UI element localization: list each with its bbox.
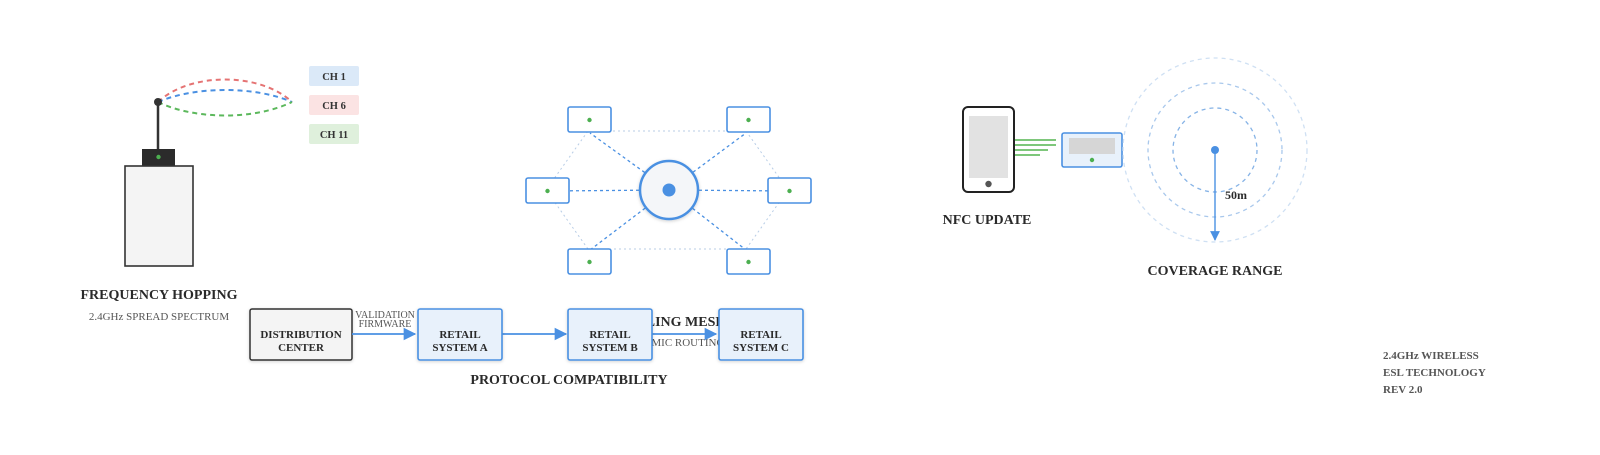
coverage-ring-outer [1122,57,1308,243]
channel-label: CH 1 [322,72,346,83]
footer-line-1: 2.4GHz WIRELESS [1383,350,1479,362]
esl-node-top-left [567,106,612,133]
transmitter-led [156,154,161,160]
channel-arc-ch11 [157,101,293,117]
distribution-center-box: DISTRIBUTION CENTER [249,308,353,361]
footer-line-2: ESL TECHNOLOGY [1383,367,1486,379]
esl-node-bottom-right [726,248,771,275]
coverage-section: 50m COVERAGE RANGE [1122,57,1308,279]
frequency-hopping-subtitle: 2.4GHz SPREAD SPECTRUM [89,311,229,323]
frequency-hopping-title: FREQUENCY HOPPING [81,288,238,303]
channel-label: CH 11 [320,130,348,141]
retail-system-c-line1: RETAIL [740,329,781,341]
channel-label: CH 6 [322,101,346,112]
esl-node-top-right [726,106,771,133]
retail-system-a-line2: SYSTEM A [432,342,487,354]
mesh-hub-core [662,183,676,197]
channel-chip-ch6: CH 6 [309,95,359,115]
footer-line-3: REV 2.0 [1383,384,1423,396]
channel-chip-ch1: CH 1 [309,66,359,86]
phone-home-button [985,180,992,188]
esl-node-left [525,177,570,204]
retail-system-b-box: RETAIL SYSTEM B [567,308,653,361]
distribution-center-label-line1: DISTRIBUTION [260,329,341,341]
frequency-hopping-section: CH 1 CH 6 CH 11 FREQUENCY HOPPING 2.4GHz… [81,66,359,323]
coverage-radius-label: 50m [1225,188,1247,202]
retail-system-a-line1: RETAIL [439,329,480,341]
channel-arc-ch6 [157,89,293,103]
nfc-signal-lines [1015,139,1056,156]
esl-node-bottom-left [567,248,612,275]
footer-info: 2.4GHz WIRELESS ESL TECHNOLOGY REV 2.0 [1383,350,1486,396]
nfc-esl-tag-led [1089,157,1095,163]
antenna-tip [154,98,162,106]
transmitter-body [124,165,194,267]
retail-system-b-line2: SYSTEM B [582,342,638,354]
edge-label-line2: FIRMWARE [359,319,412,330]
esl-node-right [767,177,812,204]
phone-screen [969,116,1008,178]
retail-system-c-line2: SYSTEM C [733,342,789,354]
channel-arc-ch1 [157,78,293,103]
retail-system-c-box: RETAIL SYSTEM C [718,308,804,361]
channel-chip-ch11: CH 11 [309,124,359,144]
edge-label-line1: VALIDATION [355,310,415,321]
protocol-title: PROTOCOL COMPATIBILITY [470,373,667,388]
nfc-esl-tag-screen [1069,138,1115,154]
nfc-title: NFC UPDATE [943,213,1032,228]
mesh-section: SCALING MESH DYNAMIC ROUTING [525,106,812,349]
distribution-center-label-line2: CENTER [278,342,325,354]
nfc-section: NFC UPDATE [943,106,1123,228]
retail-system-a-box: RETAIL SYSTEM A [417,308,503,361]
coverage-title: COVERAGE RANGE [1148,264,1283,279]
retail-system-b-line1: RETAIL [589,329,630,341]
protocol-section: DISTRIBUTION CENTER VALIDATION FIRMWARE … [249,308,804,388]
